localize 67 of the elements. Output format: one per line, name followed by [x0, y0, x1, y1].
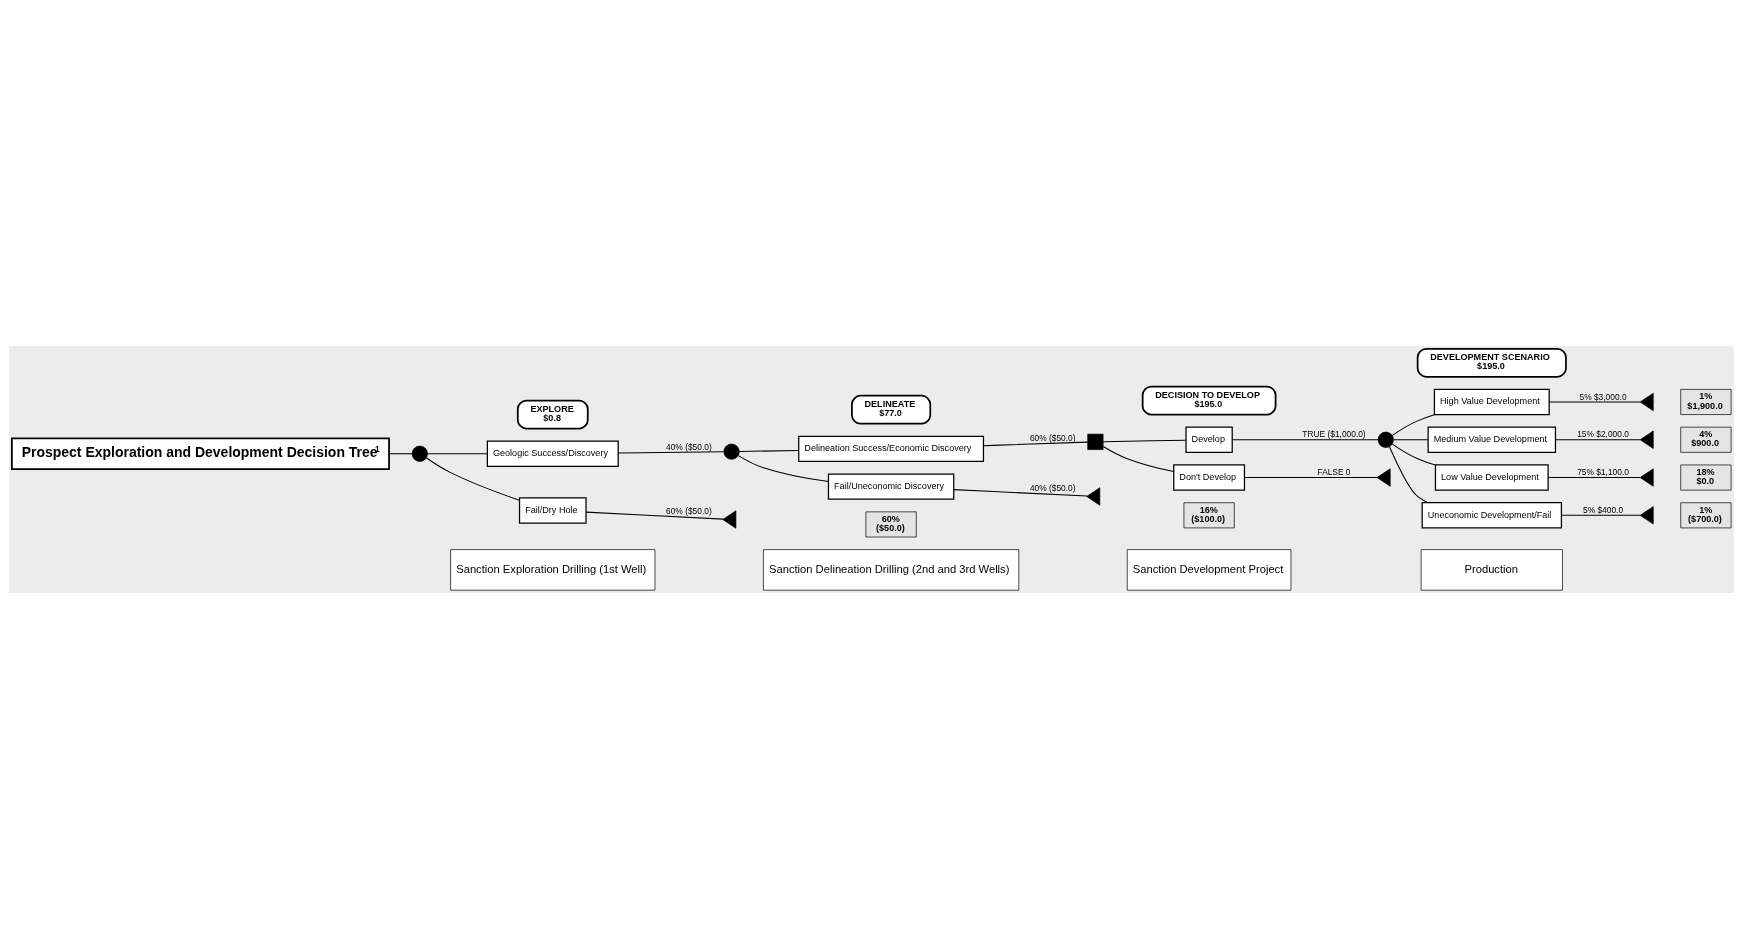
node-box: Fail/Dry Hole — [518, 497, 587, 524]
node-box: Fail/Uneconomic Discovery — [827, 473, 955, 500]
node-box: Prospect Exploration and Development Decision Tree$^{1}$ — [11, 437, 390, 471]
node-box: Uneconomic Development/Fail — [1421, 502, 1563, 529]
connector — [1393, 439, 1429, 441]
node-box: Medium Value Development — [1427, 426, 1557, 453]
connector — [1555, 439, 1641, 441]
node-box: 60% ($50.0) — [865, 511, 917, 538]
node-box: Sanction Development Project — [1126, 549, 1292, 591]
node-triangle — [1639, 506, 1654, 525]
connector — [1244, 477, 1378, 479]
node-box: DECISION TO DEVELOP $195.0 — [1141, 385, 1277, 416]
edge-label: 15% $2,000.0 — [1577, 429, 1629, 440]
edge-label: 5% $400.0 — [1583, 504, 1624, 515]
edge-label: 60% ($50.0) — [1029, 432, 1076, 443]
node-box: Sanction Delineation Drilling (2nd and 3rd Wells) — [763, 549, 1020, 591]
node-box — [1087, 433, 1104, 450]
connector — [1560, 514, 1641, 516]
node-triangle — [1639, 392, 1654, 412]
node-box: 18% $0.0 — [1680, 464, 1732, 491]
edge-label: 40% ($50.0) — [1029, 483, 1076, 494]
node-triangle — [722, 510, 737, 529]
node-box: Delineation Success/Economic Discovery — [798, 435, 985, 463]
connector — [1102, 439, 1187, 443]
node-circle — [723, 443, 740, 460]
node-box: EXPLORE $0.8 — [516, 399, 589, 430]
node-circle — [411, 445, 428, 462]
connector — [585, 511, 724, 520]
node-triangle — [1376, 468, 1391, 487]
node-circle — [1377, 431, 1394, 448]
node-triangle — [1639, 430, 1654, 449]
edge-label: TRUE ($1,000.0) — [1302, 429, 1366, 440]
node-box: Production — [1420, 549, 1563, 591]
node-box: 16% ($100.0) — [1183, 502, 1235, 529]
edge-label: 5% $3,000.0 — [1579, 391, 1627, 402]
node-box: 4% $900.0 — [1680, 426, 1732, 453]
node-box: Low Value Development — [1434, 464, 1549, 491]
edge-label: 40% ($50.0) — [666, 441, 712, 452]
connector — [617, 451, 725, 454]
connector — [1547, 477, 1641, 479]
connector — [1231, 439, 1379, 441]
connector — [426, 457, 520, 501]
connector — [1388, 446, 1429, 504]
connector — [388, 453, 413, 455]
node-triangle — [1086, 487, 1101, 506]
node-box: 1% $1,900.0 — [1680, 389, 1732, 415]
connector — [1391, 443, 1436, 466]
node-box: 1% ($700.0) — [1680, 502, 1732, 529]
connector — [982, 441, 1089, 447]
connector — [427, 453, 488, 455]
node-triangle — [1639, 468, 1654, 487]
connector — [737, 455, 829, 483]
node-box: DEVELOPMENT SCENARIO $195.0 — [1416, 347, 1567, 378]
node-box: Geologic Success/Discovery — [486, 440, 619, 467]
connector — [1391, 414, 1436, 436]
connector — [1102, 445, 1175, 473]
edge-label: FALSE 0 — [1317, 467, 1351, 478]
connector — [953, 489, 1088, 497]
edge-label: 60% ($50.0) — [666, 506, 712, 517]
node-box: Sanction Exploration Drilling (1st Well) — [450, 549, 656, 591]
node-box: Develop — [1185, 426, 1233, 453]
node-box: DELINEATE $77.0 — [851, 394, 932, 425]
edge-label: 75% $1,100.0 — [1577, 467, 1629, 478]
connector — [1548, 401, 1641, 403]
node-box: High Value Development — [1433, 388, 1550, 416]
node-box: Don't Develop — [1173, 464, 1246, 491]
connector — [738, 449, 800, 453]
